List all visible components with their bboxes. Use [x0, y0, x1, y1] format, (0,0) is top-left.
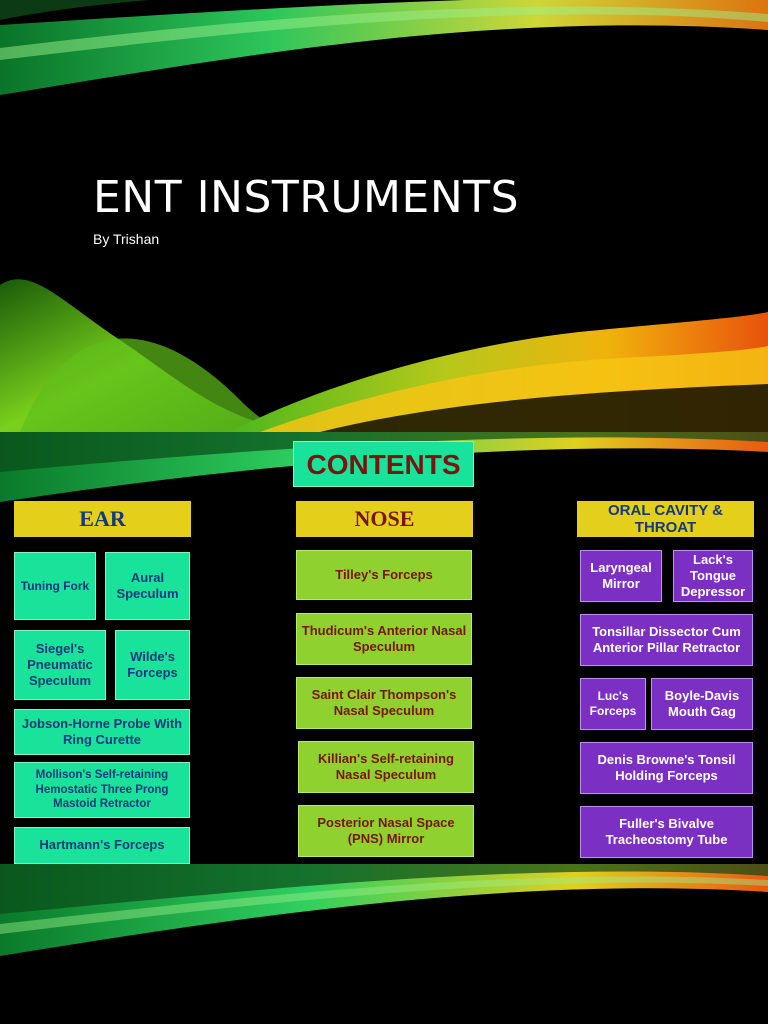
ear-item-mollison-retractor[interactable]: Mollison's Self-retaining Hemostatic Thr… — [14, 762, 190, 818]
nose-item-pns-mirror[interactable]: Posterior Nasal Space (PNS) Mirror — [298, 805, 474, 857]
nose-category-header: NOSE — [296, 501, 473, 537]
ear-item-tuning-fork[interactable]: Tuning Fork — [14, 552, 96, 620]
throat-item-boyle-davis-gag[interactable]: Boyle-Davis Mouth Gag — [651, 678, 753, 730]
nose-item-tilleys-forceps[interactable]: Tilley's Forceps — [296, 550, 472, 600]
ear-item-aural-speculum[interactable]: Aural Speculum — [105, 552, 190, 620]
throat-item-fullers-tracheostomy-tube[interactable]: Fuller's Bivalve Tracheostomy Tube — [580, 806, 753, 858]
throat-item-lucs-forceps[interactable]: Luc's Forceps — [580, 678, 646, 730]
throat-category-header: ORAL CAVITY & THROAT — [577, 501, 754, 537]
nose-item-thompsons-speculum[interactable]: Saint Clair Thompson's Nasal Speculum — [296, 677, 472, 729]
ear-item-jobson-horne-probe[interactable]: Jobson-Horne Probe With Ring Curette — [14, 709, 190, 755]
nose-item-thudicums-speculum[interactable]: Thudicum's Anterior Nasal Speculum — [296, 613, 472, 665]
decorative-swoosh-graphic — [0, 432, 768, 502]
ear-item-siegels-speculum[interactable]: Siegel's Pneumatic Speculum — [14, 630, 106, 700]
nose-item-killians-speculum[interactable]: Killian's Self-retaining Nasal Speculum — [298, 741, 474, 793]
contents-heading: CONTENTS — [293, 441, 474, 487]
presentation-title: ENT INSTRUMENTS — [93, 172, 520, 223]
ear-category-header: EAR — [14, 501, 191, 537]
throat-item-tonsillar-dissector[interactable]: Tonsillar Dissector Cum Anterior Pillar … — [580, 614, 753, 666]
throat-item-laryngeal-mirror[interactable]: Laryngeal Mirror — [580, 550, 662, 602]
title-slide: ENT INSTRUMENTS By Trishan — [0, 0, 768, 432]
presentation-subtitle: By Trishan — [93, 231, 160, 247]
throat-item-lacks-tongue-depressor[interactable]: Lack's Tongue Depressor — [673, 550, 753, 602]
decorative-swoosh-graphic — [0, 864, 768, 956]
next-slide-partial — [0, 864, 768, 1024]
throat-item-denis-browne-forceps[interactable]: Denis Browne's Tonsil Holding Forceps — [580, 742, 753, 794]
ear-item-hartmanns-forceps[interactable]: Hartmann's Forceps — [14, 827, 190, 864]
decorative-swoosh-graphic — [0, 0, 768, 432]
ear-item-wildes-forceps[interactable]: Wilde's Forceps — [115, 630, 190, 700]
contents-slide: CONTENTS EAR NOSE ORAL CAVITY & THROAT T… — [0, 432, 768, 864]
